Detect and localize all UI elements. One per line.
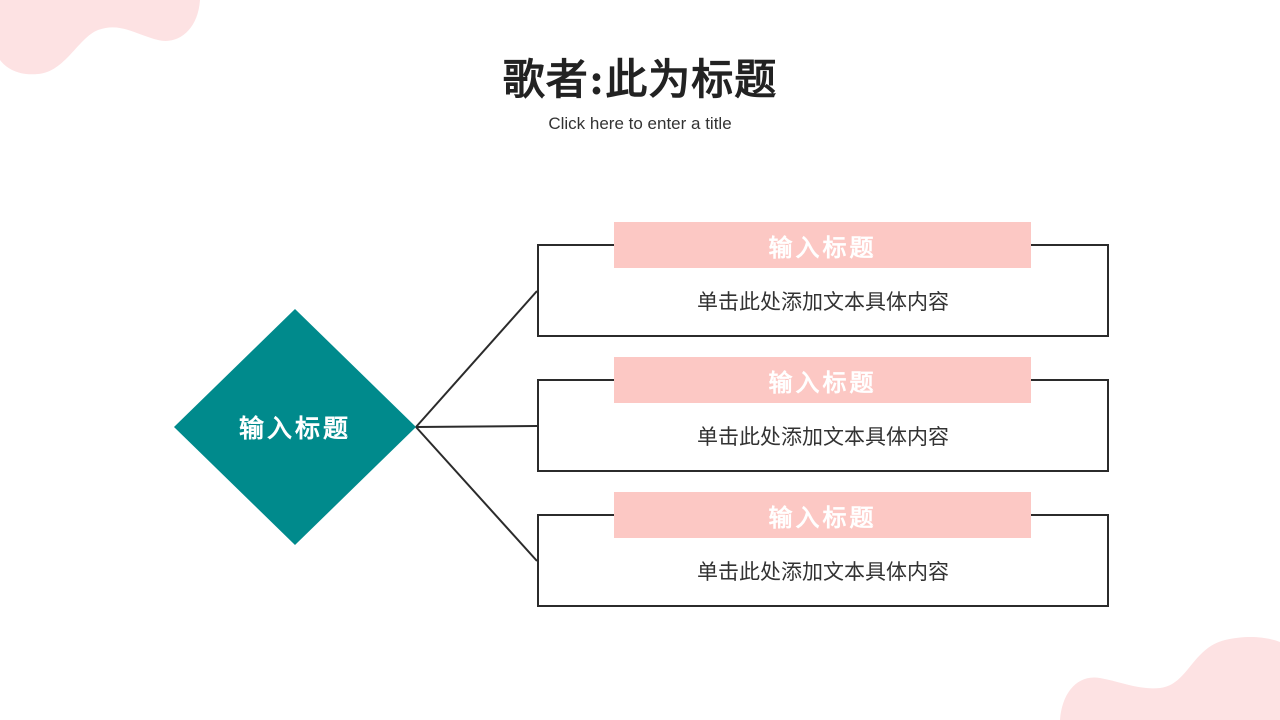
- connector-line-middle: [415, 425, 538, 428]
- branch-header-2[interactable]: 输入标题: [614, 357, 1031, 403]
- branch-header-3[interactable]: 输入标题: [614, 492, 1031, 538]
- connector-line-top: [415, 290, 538, 428]
- decorative-blob-top-left: [0, 0, 200, 75]
- center-node-label: 输入标题: [238, 414, 351, 443]
- branch-body-3[interactable]: 单击此处添加文本具体内容: [697, 560, 949, 584]
- branch-body-1[interactable]: 单击此处添加文本具体内容: [697, 290, 949, 314]
- branch-body-2[interactable]: 单击此处添加文本具体内容: [697, 425, 949, 449]
- slide-subtitle[interactable]: Click here to enter a title: [548, 114, 732, 133]
- connector-line-bottom: [415, 426, 538, 562]
- slide-title: 歌者:此为标题: [502, 55, 778, 104]
- decorative-blob-bottom-right: [1060, 636, 1280, 720]
- branch-header-1[interactable]: 输入标题: [614, 222, 1031, 268]
- center-diamond-node[interactable]: 输入标题: [174, 309, 416, 545]
